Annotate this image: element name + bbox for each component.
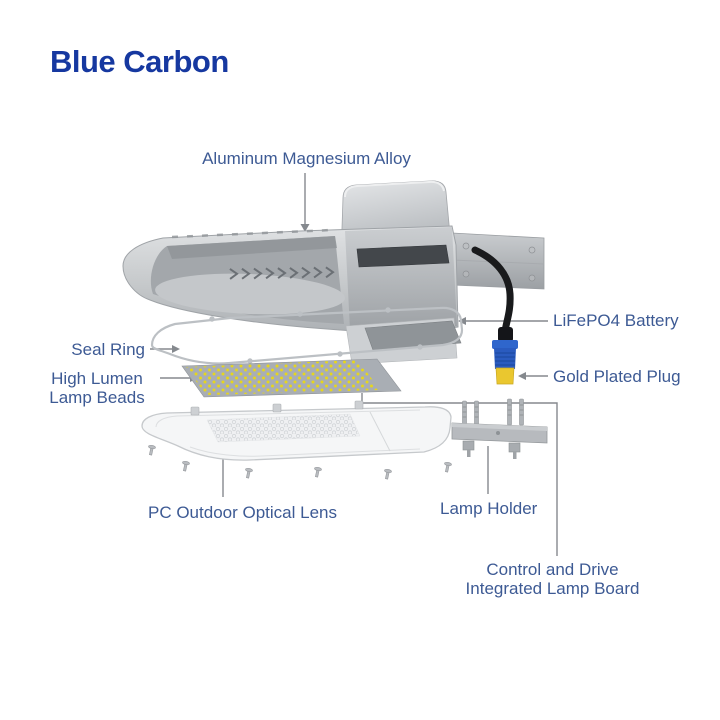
callout-aluminum-magnesium-alloy: Aluminum Magnesium Alloy [202, 149, 411, 168]
arm-panel [345, 227, 457, 330]
callout-line: Integrated Lamp Board [465, 579, 640, 598]
led-beads-array [186, 360, 380, 395]
optical-lens [141, 400, 452, 461]
callout-line: Lamp Beads [49, 388, 145, 407]
lens-honeycomb [206, 413, 361, 443]
callout-gold-plated-plug: Gold Plated Plug [553, 367, 681, 386]
callout-seal-ring: Seal Ring [71, 340, 145, 359]
top-vents [171, 228, 333, 239]
lamp-holder-bracket [451, 398, 548, 459]
callout-lifepo4-battery: LiFePO4 Battery [553, 311, 679, 330]
callout-control-drive-lamp-board: Control and Drive Integrated Lamp Board [460, 560, 645, 598]
power-cable [471, 246, 514, 336]
gold-plated-plug [492, 327, 518, 385]
callout-line: High Lumen [51, 369, 143, 388]
callout-lamp-holder: Lamp Holder [440, 499, 538, 518]
mounting-bracket [451, 232, 545, 290]
controller-slot [356, 244, 450, 268]
seal-ring [150, 306, 464, 365]
lamp-head-body [122, 180, 545, 365]
callout-line: Control and Drive [486, 560, 619, 579]
brand-logo: Blue Carbon [50, 44, 229, 79]
mounting-screws [148, 444, 452, 480]
led-lamp-board [181, 358, 402, 398]
lens-clips [190, 400, 364, 416]
callout-pc-outdoor-optical-lens: PC Outdoor Optical Lens [148, 503, 337, 522]
callout-high-lumen-lamp-beads: High Lumen Lamp Beads [38, 369, 156, 407]
battery-compartment [364, 320, 462, 351]
chevron-vents [229, 266, 335, 280]
